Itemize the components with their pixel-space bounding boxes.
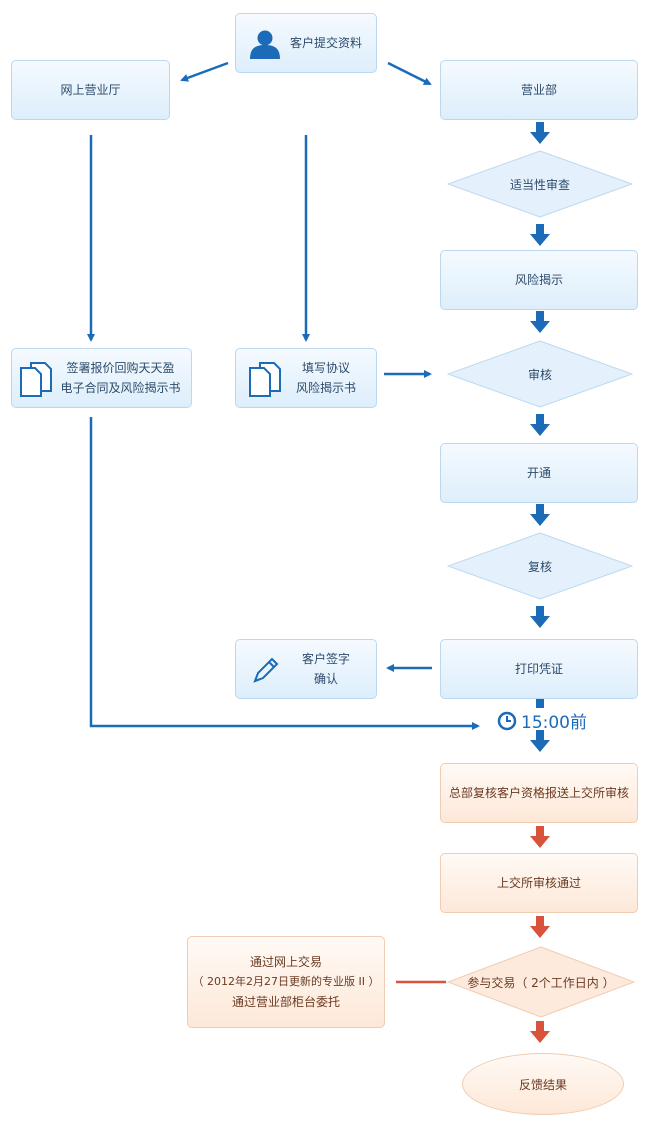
document-icon [249, 362, 281, 397]
suitability-diamond: 适当性审查 [447, 150, 633, 218]
submit-box: 客户提交资料 [235, 13, 377, 73]
fill-agreement-box: 填写协议 风险揭示书 [235, 348, 377, 408]
recheck-label: 复核 [527, 559, 552, 574]
deadline-label: 15:00前 [521, 713, 587, 733]
branch-label: 营业部 [520, 83, 557, 97]
down-arrow [530, 826, 550, 848]
down-arrows-red [530, 826, 550, 1043]
risk-notice-label: 风险揭示 [514, 273, 563, 287]
down-arrow [530, 311, 550, 333]
sign-contract-line1: 签署报价回购天天盈 [66, 361, 175, 375]
customer-sign-line2: 确认 [313, 672, 338, 686]
print-voucher-label: 打印凭证 [514, 662, 563, 676]
customer-sign-box: 客户签字 确认 [235, 639, 377, 699]
online-hall-label: 网上营业厅 [60, 83, 121, 97]
arrow-contract-to-deadline [89, 417, 480, 730]
down-arrow [530, 1021, 550, 1043]
risk-notice-box: 风险揭示 [440, 250, 638, 310]
trade-ways-box: 通过网上交易 （ 2012年2月27日更新的专业版 II ） 通过营业部柜台委托 [187, 936, 385, 1028]
clock-icon [497, 711, 517, 730]
down-arrow [530, 224, 550, 246]
down-arrow [530, 122, 550, 144]
document-icon [20, 362, 52, 397]
down-arrow [530, 504, 550, 526]
join-trade-label: 参与交易（ 2个工作日内 ） [467, 975, 615, 990]
fill-agreement-line2: 风险揭示书 [295, 381, 356, 395]
arrow-to-online-hall [180, 61, 229, 82]
down-arrow [530, 916, 550, 938]
hq-review-label: 总部复核客户资格报送上交所审核 [448, 786, 629, 800]
submit-label: 客户提交资料 [289, 36, 362, 50]
feedback-ellipse: 反馈结果 [462, 1053, 624, 1115]
trade-ways-line2: （ 2012年2月27日更新的专业版 II ） [192, 975, 380, 988]
recheck-diamond: 复核 [447, 532, 633, 600]
fill-agreement-line1: 填写协议 [301, 361, 350, 375]
customer-sign-line1: 客户签字 [301, 652, 350, 666]
sse-pass-label: 上交所审核通过 [496, 876, 581, 890]
join-trade-diamond: 参与交易（ 2个工作日内 ） [447, 946, 635, 1018]
online-hall-box: 网上营业厅 [11, 60, 170, 120]
feedback-label: 反馈结果 [518, 1077, 567, 1092]
user-icon [250, 30, 280, 59]
down-arrow-stem [536, 699, 544, 708]
down-arrow [530, 730, 550, 752]
pen-icon [253, 657, 279, 683]
sse-pass-box: 上交所审核通过 [440, 853, 638, 913]
trade-ways-line1: 通过网上交易 [249, 955, 322, 969]
down-arrow [530, 414, 550, 436]
open-box: 开通 [440, 443, 638, 503]
down-arrow [530, 606, 550, 628]
review-diamond: 审核 [447, 340, 633, 408]
arrow-to-branch [387, 61, 432, 86]
branch-box: 营业部 [440, 60, 638, 120]
deadline: 15:00前 [497, 708, 587, 733]
trade-ways-line3: 通过营业部柜台委托 [231, 995, 340, 1009]
suitability-label: 适当性审查 [509, 177, 570, 192]
open-label: 开通 [526, 466, 551, 480]
down-arrows-blue [530, 122, 550, 752]
review-label: 审核 [527, 367, 552, 382]
print-voucher-box: 打印凭证 [440, 639, 638, 699]
hq-review-box: 总部复核客户资格报送上交所审核 [440, 763, 638, 823]
sign-contract-box: 签署报价回购天天盈 电子合同及风险揭示书 [11, 348, 192, 408]
sign-contract-line2: 电子合同及风险揭示书 [60, 381, 181, 395]
